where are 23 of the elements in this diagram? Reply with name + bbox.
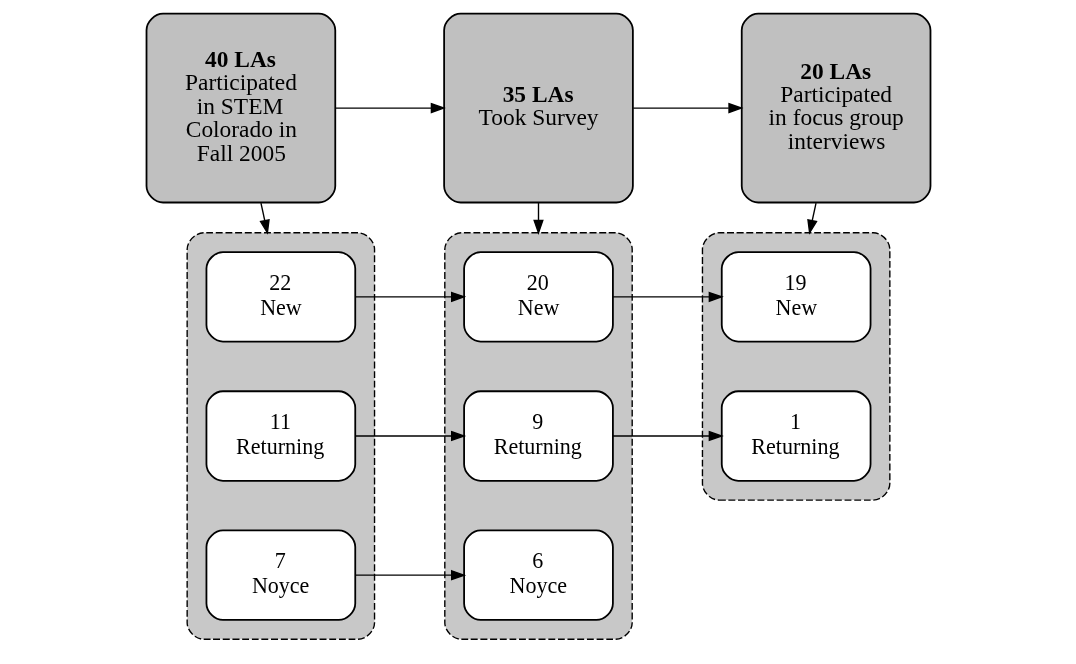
arrow	[611, 291, 724, 303]
node-box: 1 Returning	[720, 390, 871, 482]
node-box: 22 New	[205, 251, 356, 343]
node-box: 20 New	[462, 251, 614, 343]
node-box: 7 Noyce	[205, 529, 356, 621]
cluster	[185, 232, 375, 640]
node-box: 35 LAs Took Survey	[442, 12, 634, 204]
node-box: 20 LAs Participated in focus group interviews	[740, 12, 931, 204]
arrow	[354, 430, 466, 442]
arrow	[354, 569, 466, 581]
node-box: 9 Returning	[462, 390, 614, 482]
arrow	[632, 102, 743, 114]
cluster	[443, 232, 633, 640]
node-box: 6 Noyce	[462, 529, 614, 621]
node-box: 11 Returning	[205, 390, 356, 482]
cluster	[701, 232, 891, 501]
node-box: 19 New	[720, 251, 871, 343]
arrow	[258, 202, 270, 235]
arrow	[354, 291, 466, 303]
arrow	[334, 102, 446, 114]
node-box: 40 LAs Participated in STEM Colorado in Fall 2005	[145, 12, 336, 204]
arrow	[611, 430, 724, 442]
arrow	[806, 202, 818, 235]
